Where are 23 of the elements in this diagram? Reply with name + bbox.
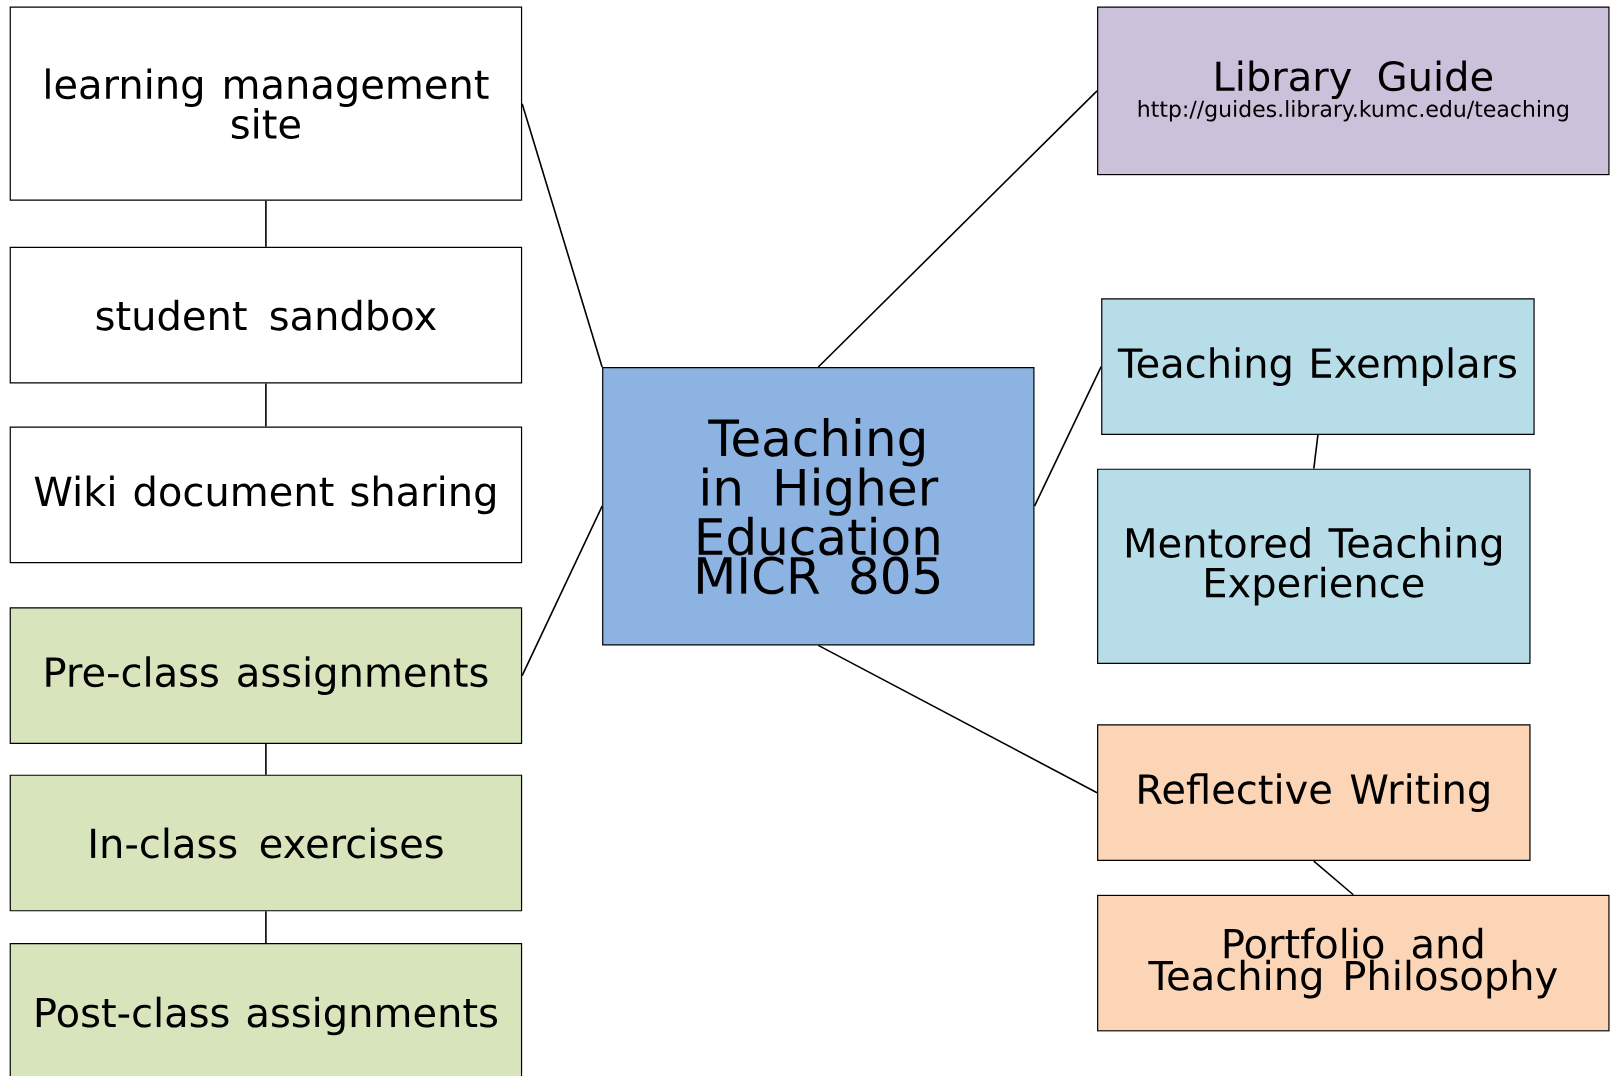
connector-line bbox=[265, 200, 267, 248]
topic-box: Teaching Exemplars bbox=[1101, 298, 1535, 435]
topic-box: In-class exercises bbox=[9, 774, 523, 912]
connector-line bbox=[1313, 860, 1355, 896]
topic-box: Reflective Writing bbox=[1097, 724, 1531, 862]
connector-line bbox=[817, 644, 1098, 794]
topic-box: Pre-class assignments bbox=[9, 607, 523, 744]
connector-line bbox=[521, 102, 603, 368]
connector-line bbox=[265, 910, 267, 944]
connector-line bbox=[521, 505, 603, 677]
topic-box: Portfolio and Teaching Philosophy bbox=[1097, 894, 1610, 1032]
connector-line bbox=[1313, 434, 1319, 470]
topic-box: Post-class assignments bbox=[9, 943, 523, 1076]
topic-box: Library Guide http://guides.library.kumc.edu/teaching bbox=[1097, 6, 1610, 176]
topic-box: student sandbox bbox=[9, 246, 523, 384]
connector-line bbox=[817, 90, 1098, 368]
connector-line bbox=[265, 743, 267, 776]
connector-line bbox=[265, 382, 267, 428]
connector-line bbox=[1033, 365, 1102, 507]
topic-box: learning management site bbox=[9, 6, 523, 201]
central-box: Teaching in Higher Education MICR 805 bbox=[602, 367, 1035, 646]
topic-box: Wiki document sharing bbox=[9, 426, 523, 564]
topic-box: Mentored Teaching Experience bbox=[1097, 468, 1531, 664]
